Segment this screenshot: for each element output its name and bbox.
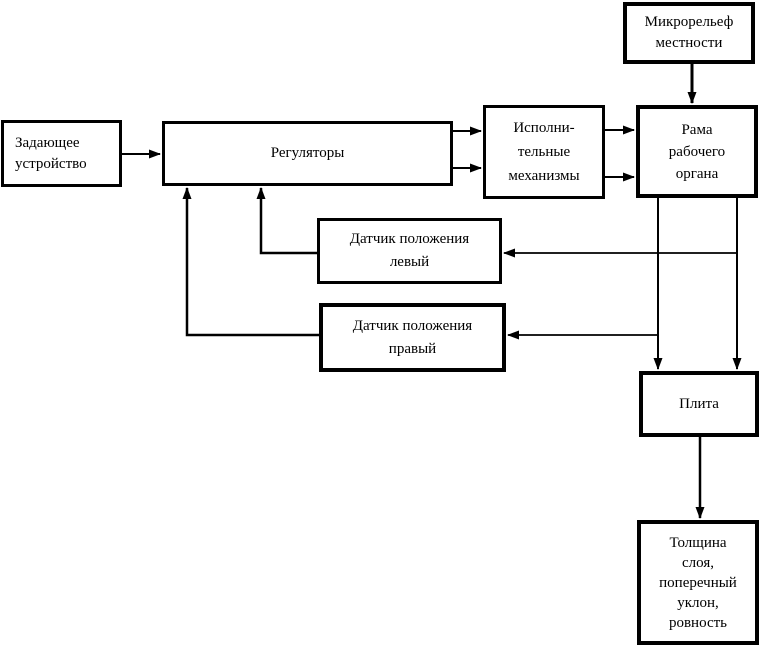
node-terrain-label: Микрорельеф местности [644,14,734,51]
connector-sensor-left-to-regulators [256,187,317,255]
node-sensor-right-label: Датчик положения правый [352,317,473,357]
node-position-sensor-right: Датчик положения правый [319,303,506,372]
node-plate-label: Плита [679,395,719,412]
node-regulators-label: Регуляторы [270,145,345,161]
node-setpoint-device: Задающее устройство [1,120,122,187]
node-regulators: Регуляторы [162,121,453,186]
node-plate: Плита [639,371,759,437]
node-frame-label: Рама рабочего органа [668,121,726,182]
node-output-parameters: Толщина слоя, поперечный уклон, ровность [637,520,759,645]
connector-sensor-right-to-regulators [182,187,319,337]
node-sensor-left-label: Датчик положения левый [349,231,470,270]
node-working-body-frame: Рама рабочего органа [636,105,758,198]
node-position-sensor-left: Датчик положения левый [317,218,502,284]
node-output-label: Толщина слоя, поперечный уклон, ровность [659,534,737,631]
node-actuators-label: Исполни- тельные механизмы [508,120,580,184]
node-actuating-mechanisms: Исполни- тельные механизмы [483,105,605,199]
node-terrain-microrelief: Микрорельеф местности [623,2,755,64]
node-setpoint-label: Задающее устройство [15,134,87,172]
